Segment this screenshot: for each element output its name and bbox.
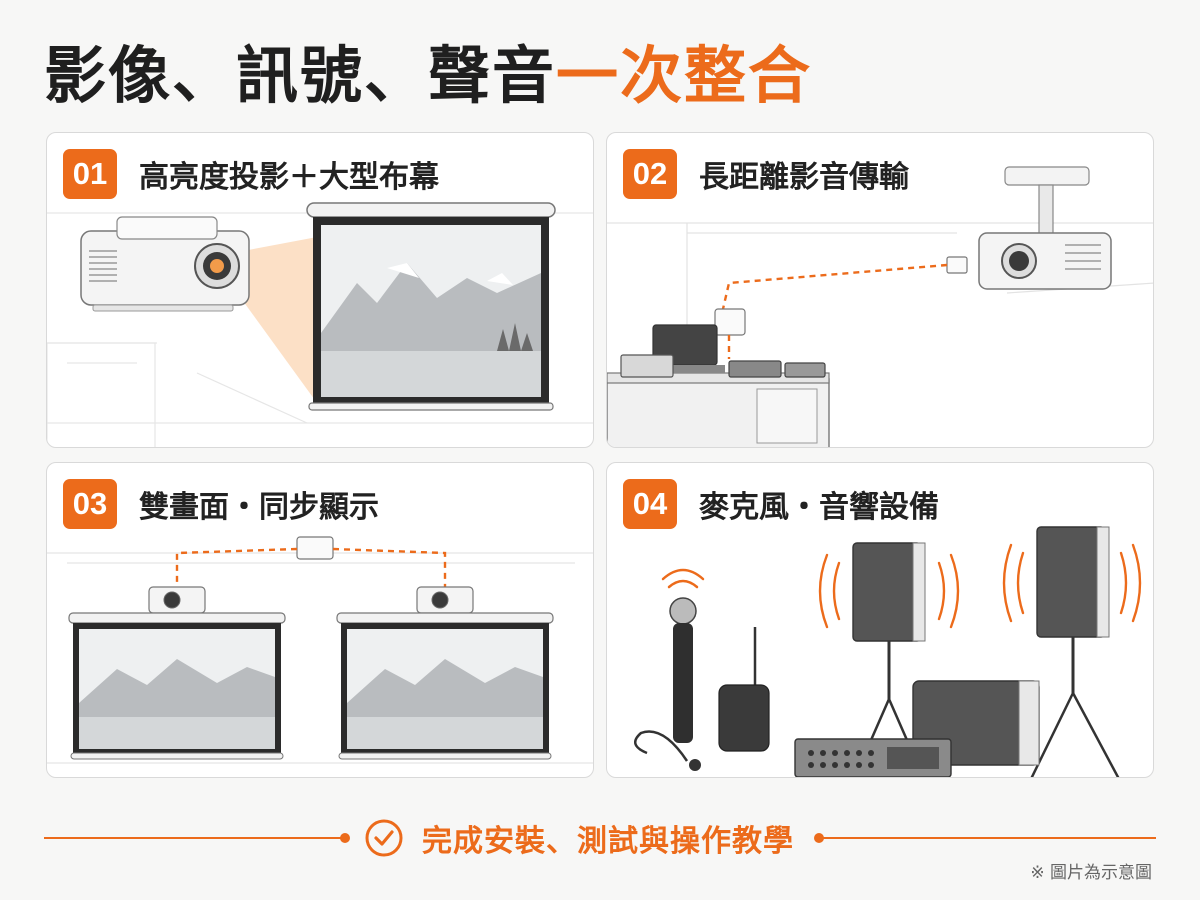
panel-header-4: 04 麥克風・音響設備 [623,479,939,529]
bodypack-transmitter-icon [718,627,770,752]
illustration-note: ※ 圖片為示意圖 [1030,863,1152,883]
panel-mic-audio: 04 麥克風・音響設備 [606,462,1154,778]
panel-title: 高亮度投影＋大型布幕 [139,160,439,195]
footer-line-right [820,837,1156,839]
footer-text: 完成安裝、測試與操作教學 [422,824,794,859]
panel-number-badge: 02 [623,149,677,199]
av-desk [607,324,830,447]
dual-screen-illustration [47,536,593,764]
panel-long-distance-transmission: 02 長距離影音傳輸 [606,132,1154,448]
panel-header-2: 02 長距離影音傳輸 [623,149,909,199]
sound-waves-right [1002,543,1142,623]
title-accent: 一次整合 [556,39,813,112]
receiver-box [946,256,968,274]
projection-screen [306,202,556,411]
footer-dot-right [814,833,824,843]
panel-number-badge: 04 [623,479,677,529]
projector-screen-illustration [47,202,593,447]
projector-left-icon [148,586,206,614]
footer-banner: 完成安裝、測試與操作教學 [44,812,1156,864]
light-beam [243,237,317,403]
panel-header-1: 01 高亮度投影＋大型布幕 [63,149,439,199]
page-title: 影像、訊號、聲音一次整合 [44,36,812,116]
panel-title: 長距離影音傳輸 [699,160,909,195]
screen-right [336,612,554,760]
transmission-illustration [607,166,1153,447]
signal-cable [721,263,948,310]
ceiling-projector-icon [978,232,1112,290]
mixer-icon [620,354,674,378]
footer-message: 完成安裝、測試與操作教學 [364,812,794,864]
headset-mic-icon [634,730,689,762]
check-circle-icon [365,819,403,857]
projector-icon [80,216,250,312]
screen-left [68,612,286,760]
panel-header-3: 03 雙畫面・同步顯示 [63,479,379,529]
title-main: 影像、訊號、聲音 [44,39,557,112]
wireless-signal-icon [661,568,705,589]
amplifier-icon [794,738,952,777]
footer-dot-left [340,833,350,843]
wall-transmitter [714,308,746,336]
sound-waves-left [818,553,960,629]
panel-title: 麥克風・音響設備 [699,490,939,525]
footer-line-left [44,837,344,839]
panel-dual-screen: 03 雙畫面・同步顯示 [46,462,594,778]
panel-number-badge: 01 [63,149,117,199]
speaker-right-icon [1030,526,1120,777]
projector-right-icon [416,586,474,614]
microphone-icon [669,597,697,743]
panel-title: 雙畫面・同步顯示 [139,490,379,525]
ceiling-mount [1004,166,1090,238]
audio-illustration [634,526,1142,777]
signal-splitter-icon [296,536,334,560]
panel-projector-screen: 01 高亮度投影＋大型布幕 [46,132,594,448]
panel-number-badge: 03 [63,479,117,529]
speaker-left-icon [852,542,926,764]
